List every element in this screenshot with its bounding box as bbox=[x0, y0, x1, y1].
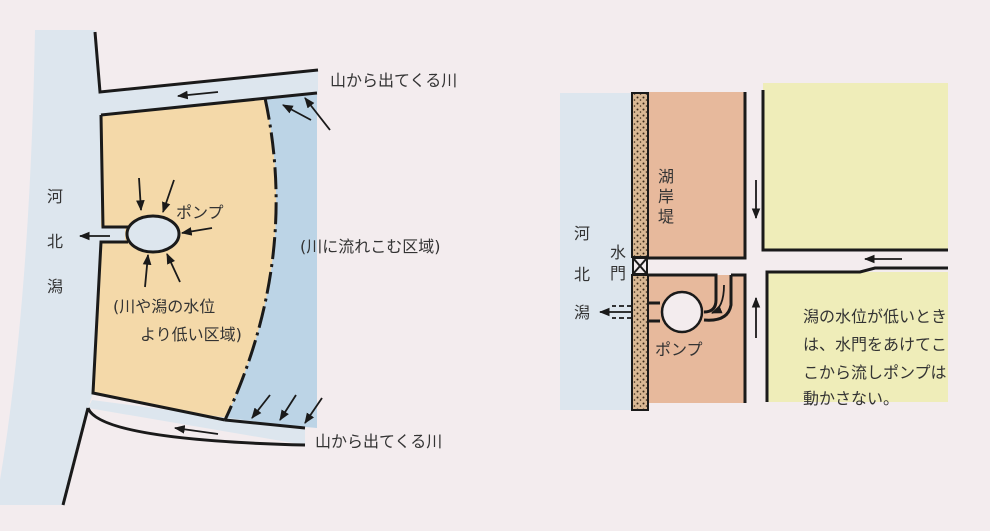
lagoon-label-3: 潟 bbox=[574, 303, 590, 322]
lagoon-area bbox=[560, 93, 632, 410]
shore-line-top bbox=[93, 31, 319, 94]
flow-arrows bbox=[598, 180, 902, 338]
river-bottom-channel bbox=[88, 400, 305, 445]
river-top-bank bbox=[100, 91, 318, 117]
note-line-4: 動かさない。 bbox=[803, 389, 899, 408]
dike-field-bottom bbox=[648, 275, 745, 403]
lagoon-label-2: 北 bbox=[574, 265, 590, 284]
dike-label-3: 堤 bbox=[658, 207, 674, 226]
dike-label-2: 岸 bbox=[658, 187, 674, 206]
right-diagram: 河 北 潟 湖 岸 堤 水 門 ポンプ 潟の水位が低いとき は、水門をあけてこ … bbox=[560, 83, 948, 411]
lagoon-label-3: 潟 bbox=[47, 277, 63, 296]
pump-label: ポンプ bbox=[176, 203, 224, 222]
dike-label-1: 湖 bbox=[658, 167, 674, 186]
flow-arrows bbox=[78, 90, 331, 435]
river-inflow-area bbox=[225, 93, 317, 428]
low-zone-label-2: より低い区域) bbox=[140, 325, 242, 344]
gate-label-2: 門 bbox=[610, 264, 626, 283]
river-top-label: 山から出てくる川 bbox=[330, 71, 457, 90]
paddy-bottom bbox=[767, 272, 948, 402]
note-line-1: 潟の水位が低いとき bbox=[803, 307, 947, 326]
lagoon-label-1: 河 bbox=[574, 224, 590, 243]
dike-field-top bbox=[648, 92, 745, 258]
low-area-left-edge bbox=[91, 114, 226, 422]
river-zone-label: (川に流れこむ区域) bbox=[300, 237, 441, 256]
shore-line-bottom bbox=[61, 407, 90, 506]
lagoon-label-1: 河 bbox=[47, 187, 63, 206]
pump-label: ポンプ bbox=[655, 340, 703, 359]
river-bottom-bank bbox=[86, 407, 306, 447]
river-bottom-label: 山から出てくる川 bbox=[315, 432, 442, 451]
left-diagram: 山から出てくる川 山から出てくる川 河 北 潟 ポンプ (川に流れこむ区域) (… bbox=[0, 30, 457, 506]
note-line-2: は、水門をあけてこ bbox=[803, 335, 947, 354]
lake-dike-lower bbox=[631, 274, 649, 411]
gate-label-1: 水 bbox=[610, 243, 626, 262]
water-gate-icon bbox=[632, 257, 648, 275]
outlet-dashes bbox=[612, 305, 632, 319]
note-line-3: こから流しポンプは bbox=[803, 363, 947, 382]
pump-icon bbox=[660, 290, 704, 334]
paddy-top bbox=[763, 83, 948, 250]
lake-dike bbox=[631, 92, 649, 258]
pump-icon bbox=[125, 214, 181, 254]
low-zone-label-1: (川や潟の水位 bbox=[113, 297, 215, 316]
lagoon-label-2: 北 bbox=[47, 232, 63, 251]
lagoon-area bbox=[0, 30, 318, 505]
zone-boundary bbox=[223, 97, 278, 421]
channel-lines bbox=[648, 90, 948, 403]
